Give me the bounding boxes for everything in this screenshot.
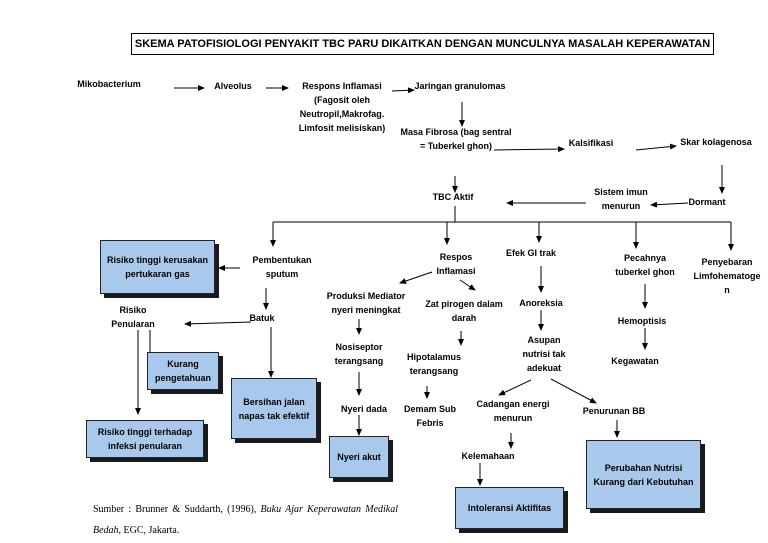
node-efek-gi: Efek GI trak	[505, 248, 557, 258]
source-book-title: Buku Ajar Keperawatan Medikal Bedah	[93, 504, 399, 536]
source-citation: Sumber : Brunner & Suddarth, (1996), Buk…	[93, 499, 398, 541]
node-tbc-aktif: TBC Aktif	[432, 192, 474, 202]
diagnosis-kerusakan-gas: Risiko tinggi kerusakan pertukaran gas	[100, 240, 215, 294]
arrow-dormant-sistem-imun	[650, 201, 689, 208]
node-penurunan-bb: Penurunan BB	[582, 406, 646, 416]
diagnosis-perubahan-nutrisi: Perubahan Nutrisi Kurang dari Kebutuhan	[586, 440, 701, 509]
node-kelemahaan: Kelemahaan	[461, 451, 515, 461]
diagnosis-infeksi-penularan: Risiko tinggi terhadap infeksi penularan	[86, 420, 204, 458]
node-sistem-imun: Sistem imun menurun	[594, 187, 648, 211]
node-respos-inflamasi: Respos Inflamasi	[436, 252, 476, 276]
arrow-masa-kalsifikasi	[493, 146, 565, 153]
node-respons-inflamasi: Respons Inflamasi (Fagosit oleh Neutropi…	[298, 81, 386, 133]
node-mikobacterium: Mikobacterium	[77, 79, 141, 89]
node-nyeri-dada: Nyeri dada	[340, 404, 388, 414]
node-masa-fibrosa: Masa Fibrosa (bag sentral = Tuberkel gho…	[400, 127, 512, 151]
diagnosis-intoleransi-aktifitas: Intoleransi Aktifitas	[455, 487, 564, 529]
diagnosis-nyeri-akut: Nyeri akut	[329, 436, 389, 478]
node-jaringan-granulomas: Jaringan granulomas	[414, 81, 506, 91]
arrow-asupan-cadangan	[498, 379, 532, 396]
source-suffix: , EGC, Jakarta.	[118, 525, 180, 536]
node-dormant: Dormant	[688, 197, 726, 207]
arrow-kalsifikasi-skar	[635, 143, 677, 151]
node-batuk: Batuk	[249, 313, 275, 323]
node-kalsifikasi: Kalsifikasi	[568, 138, 614, 148]
node-asupan-nutrisi: Asupan nutrisi tak adekuat	[522, 335, 566, 373]
node-pembentukan-sputum: Pembentukan sputum	[252, 255, 312, 279]
node-risiko-penularan: Risiko Penularan	[111, 305, 155, 329]
source-prefix: Sumber : Brunner & Suddarth, (1996),	[93, 504, 261, 515]
node-alveolus: Alveolus	[214, 81, 252, 91]
node-pecahnya-tuberkel: Pecahnya tuberkel ghon	[615, 253, 675, 277]
node-zat-pirogen: Zat pirogen dalam darah	[425, 299, 503, 323]
arrow-respons-jaringan	[391, 87, 415, 94]
node-anoreksia: Anoreksia	[519, 298, 563, 308]
node-skar-kolagenosa: Skar kolagenosa	[680, 137, 752, 147]
diagnosis-kurang-pengetahuan: Kurang pengetahuan	[147, 352, 219, 390]
arrow-respos-zat	[459, 279, 476, 291]
arrow-respos-produksi	[399, 271, 433, 284]
arrow-batuk-risiko	[184, 320, 252, 327]
node-cadangan-energi: Cadangan energi menurun	[476, 399, 550, 423]
node-nosiseptor: Nosiseptor terangsang	[334, 342, 384, 366]
diagnosis-bersihan-jalan-napas: Bersihan jalan napas tak efektif	[231, 378, 317, 439]
node-produksi-mediator: Produksi Mediator nyeri meningkat	[326, 291, 406, 315]
node-kegawatan: Kegawatan	[611, 356, 659, 366]
node-penyebaran: Penyebaran Limfohematoge n	[693, 257, 761, 295]
arrow-asupan-penurunan	[550, 378, 597, 404]
node-hipotalamus: Hipotalamus terangsang	[406, 352, 461, 376]
node-hemoptisis: Hemoptisis	[617, 316, 667, 326]
node-demam: Demam Sub Febris	[403, 404, 456, 428]
diagram-title: SKEMA PATOFISIOLOGI PENYAKIT TBC PARU DI…	[131, 33, 714, 55]
